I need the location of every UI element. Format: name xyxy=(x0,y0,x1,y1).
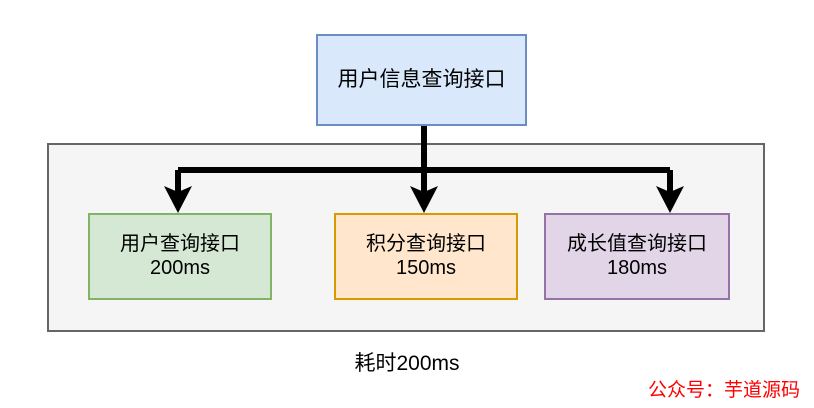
watermark-text: 公众号：芋道源码 xyxy=(647,380,800,401)
node-child-label: 成长值查询接口 xyxy=(567,232,707,255)
node-child-duration: 180ms xyxy=(606,256,668,279)
node-child-points-query[interactable]: 积分查询接口 150ms xyxy=(334,213,518,300)
node-child-growth-value-query[interactable]: 成长值查询接口 180ms xyxy=(544,213,730,300)
node-child-user-query[interactable]: 用户查询接口 200ms xyxy=(88,213,272,300)
node-root-label: 用户信息查询接口 xyxy=(337,67,506,91)
node-child-label: 积分查询接口 xyxy=(366,232,486,255)
node-root-user-info-query[interactable]: 用户信息查询接口 xyxy=(316,34,527,126)
node-child-duration: 200ms xyxy=(149,256,211,279)
total-duration-caption: 耗时200ms xyxy=(354,352,460,375)
node-child-duration: 150ms xyxy=(395,256,457,279)
node-child-label: 用户查询接口 xyxy=(120,232,240,255)
